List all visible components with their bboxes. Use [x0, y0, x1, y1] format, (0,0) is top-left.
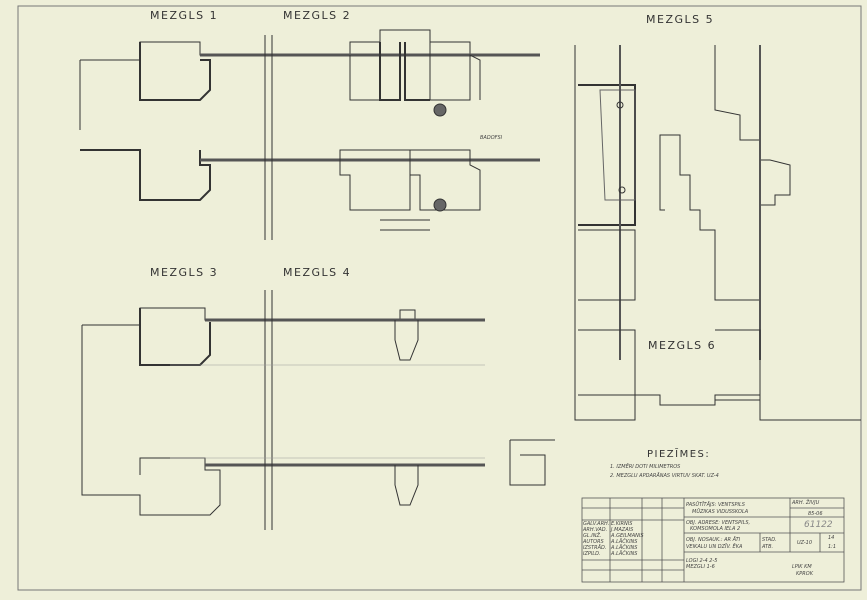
staff-role: AUTORS: [583, 539, 604, 545]
client: PASŪTĪTĀJS: VENTSPILS: [686, 502, 745, 508]
staff-name: A.LĀČKINS: [611, 539, 638, 545]
profile-detail: [509, 439, 555, 486]
address-street: KOMSOMOLA IELA 2: [690, 526, 741, 532]
staff-name: A.GEILMANIS: [611, 533, 644, 539]
staff-name: A.LĀČKINS: [611, 545, 638, 551]
node-label-5: MEZGLS 5: [646, 13, 715, 26]
staff-name: E.KIRNIS: [611, 521, 633, 527]
notes-title: PIEZĪMES:: [647, 449, 711, 460]
staff-role: GL.INŽ.: [583, 533, 602, 539]
organization-unit: KPROK: [796, 571, 813, 577]
stage: ATB.: [762, 544, 774, 550]
staff-role: GALV.ARH.: [583, 521, 610, 527]
sheet-number: 14: [828, 535, 835, 541]
organization: LPIK KM: [792, 564, 812, 570]
node-label-4: MEZGLS 4: [283, 266, 352, 279]
object: OBJ. NOSAUK.: AR ĀTI: [686, 537, 741, 543]
node-label-2: MEZGLS 2: [283, 9, 352, 22]
archive-number: 61122: [804, 520, 833, 530]
staff-name: A.LĀČKINS: [611, 551, 638, 557]
scale: 1:1: [828, 544, 837, 550]
sheet-border: [17, 5, 862, 591]
node-5-6: [574, 45, 861, 421]
client-name: MŪZIKAS VIDUSSKOLA: [692, 509, 749, 515]
staff-role: ARH.VAD.: [583, 527, 608, 533]
address: OBJ. ADRESE: VENTSPILS,: [686, 520, 751, 526]
node-label-1: MEZGLS 1: [150, 9, 219, 22]
node-label-6: MEZGLS 6: [648, 339, 717, 352]
staff-role: IZSTRĀD.: [583, 545, 607, 551]
node-3-4: [81, 290, 485, 530]
title-block-grid: [581, 497, 845, 583]
node-label-3: MEZGLS 3: [150, 266, 219, 279]
sheet-title: LOGI 2-4 2-5: [686, 558, 718, 564]
note-1: 1. IZMĒRI DOTI MILIMETROS: [610, 464, 681, 470]
staff-role: IZPILD.: [583, 551, 601, 557]
year: 85-06: [808, 511, 823, 517]
sheet-subtitle: MEZGLI 1-6: [686, 564, 715, 570]
stage-label: STAD.: [762, 537, 777, 543]
bolt-label: BADOFSI: [480, 135, 503, 141]
object-name: VEIKALU UN DZĪV. ĒKA: [686, 544, 743, 550]
staff-name: J.MAZAIS: [611, 527, 634, 533]
note-2: 2. MEZGLU APDARĀNAS VIRTUV SKAT. UZ-4: [610, 473, 719, 479]
node-1-2-top: [79, 29, 540, 130]
node-1-2-bottom: [80, 149, 540, 231]
drawing-code: UZ-10: [797, 540, 813, 546]
archive: ARH. ŽIVJU: [792, 500, 820, 506]
